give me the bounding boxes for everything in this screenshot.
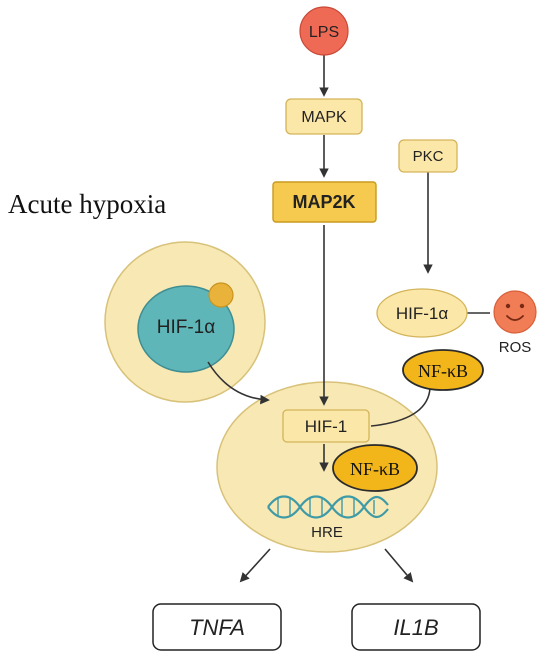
nfkb-nucleus-node: NF-κB [332, 444, 418, 492]
nfkb-top-label: NF-κB [418, 361, 468, 381]
arrow-hif1a-nucleus [207, 361, 270, 405]
ros-face-icon [493, 290, 537, 334]
il1b-label: IL1B [393, 615, 438, 640]
hif1a-left-label: HIF-1α [157, 317, 216, 338]
hif1a-right-ellipse [376, 288, 468, 338]
ros-node: ROS [493, 290, 537, 356]
ros-label: ROS [499, 339, 532, 356]
nfkb-top-node: NF-κB [402, 349, 484, 391]
hif1a-right-node: HIF-1α [376, 288, 468, 338]
map2k-box [272, 181, 377, 223]
pkc-box [398, 139, 458, 173]
hif1-box [282, 409, 370, 443]
hif1-label: HIF-1 [305, 417, 348, 436]
diagram-title: Acute hypoxia [8, 189, 166, 219]
map2k-node: MAP2K [272, 181, 377, 223]
mapk-node: MAPK [285, 98, 363, 135]
arrow-to-il1b [384, 548, 414, 583]
il1b-node: IL1B [351, 603, 481, 651]
dna-strand-2 [267, 495, 389, 519]
left-cell: HIF-1α [104, 241, 266, 403]
hif1-node: HIF-1 [282, 409, 370, 443]
arrow-to-tnfa [239, 548, 271, 583]
map2k-label: MAP2K [292, 192, 355, 212]
lps-label: LPS [309, 24, 339, 41]
hre-label: HRE [311, 524, 343, 541]
lps-circle [299, 6, 349, 56]
dna-helix-icon [267, 495, 389, 519]
line-nfkb-hif1 [370, 387, 431, 427]
lps-node: LPS [299, 6, 349, 56]
tnfa-box [152, 603, 282, 651]
marker-dot [208, 282, 234, 308]
pkc-label: PKC [413, 148, 444, 165]
ros-left-eye [505, 303, 511, 309]
tnfa-node: TNFA [152, 603, 282, 651]
il1b-box [351, 603, 481, 651]
arrows [207, 54, 490, 583]
nfkb-nucleus-label: NF-κB [350, 459, 400, 479]
tnfa-label: TNFA [189, 615, 245, 640]
nucleus [137, 285, 235, 373]
dna-rungs [277, 497, 375, 517]
ros-smile [506, 315, 524, 321]
nfkb-nucleus-ellipse [332, 444, 418, 492]
hif1a-right-label: HIF-1α [396, 304, 449, 323]
nfkb-top-ellipse [402, 349, 484, 391]
pkc-node: PKC [398, 139, 458, 173]
mapk-label: MAPK [301, 109, 347, 126]
ros-right-eye [519, 303, 525, 309]
mapk-box [285, 98, 363, 135]
